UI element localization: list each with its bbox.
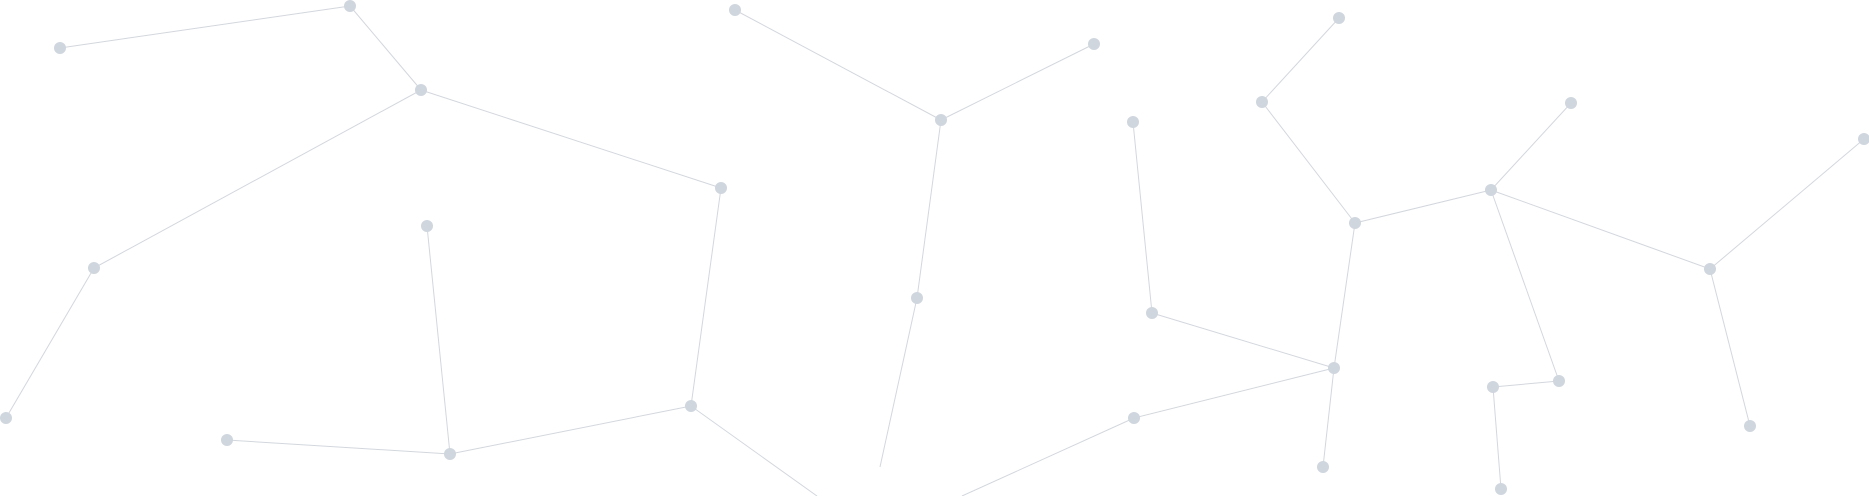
edge-line (940, 43, 1095, 121)
node-dot (1088, 38, 1100, 50)
edge-line (1333, 222, 1356, 369)
node-dot (54, 42, 66, 54)
node-dot (1333, 12, 1345, 24)
node-dot (729, 4, 741, 16)
edge-line (734, 9, 942, 121)
edge-line (1490, 189, 1711, 270)
node-dot (0, 412, 12, 424)
edge-line (1490, 102, 1572, 191)
node-dot (421, 220, 433, 232)
edge-line (961, 417, 1135, 496)
node-dot (221, 434, 233, 446)
node-dot (1485, 184, 1497, 196)
edge-line (420, 89, 722, 189)
edge-line (226, 439, 451, 455)
node-dot (1553, 375, 1565, 387)
edge-line (59, 5, 351, 49)
node-dot (1349, 217, 1361, 229)
edge-line (1709, 138, 1865, 270)
node-dot (1127, 116, 1139, 128)
node-dot (1487, 381, 1499, 393)
edge-line (690, 405, 818, 496)
edge-line (5, 267, 95, 419)
node-dot (1565, 97, 1577, 109)
node-dot (911, 292, 923, 304)
node-dot (935, 114, 947, 126)
node-dot (1495, 483, 1507, 495)
node-dot (1744, 420, 1756, 432)
edge-line (449, 405, 692, 455)
node-dot (1256, 96, 1268, 108)
edge-layer (5, 5, 1865, 496)
edge-line (916, 119, 942, 299)
edge-line (93, 89, 422, 269)
edge-line (1490, 189, 1560, 382)
node-dot (1704, 263, 1716, 275)
edge-line (690, 187, 722, 407)
node-dot (715, 182, 727, 194)
node-dot (1128, 412, 1140, 424)
node-dot (444, 448, 456, 460)
edge-line (1133, 367, 1335, 419)
edge-line (349, 5, 422, 91)
edge-line (879, 297, 918, 468)
edge-line (1261, 101, 1356, 224)
edge-line (1354, 189, 1492, 224)
edge-line (1492, 380, 1560, 388)
node-dot (1328, 362, 1340, 374)
node-dot (1858, 133, 1869, 145)
node-dot (415, 84, 427, 96)
edge-line (1261, 17, 1340, 103)
node-dot (88, 262, 100, 274)
node-dot (1146, 307, 1158, 319)
edge-line (426, 225, 451, 455)
edge-line (1132, 121, 1153, 314)
node-dot (344, 0, 356, 12)
edge-line (1492, 386, 1502, 490)
edge-line (1151, 312, 1335, 369)
edge-line (1322, 367, 1335, 468)
edge-line (1709, 268, 1751, 427)
node-dot (685, 400, 697, 412)
node-dot (1317, 461, 1329, 473)
